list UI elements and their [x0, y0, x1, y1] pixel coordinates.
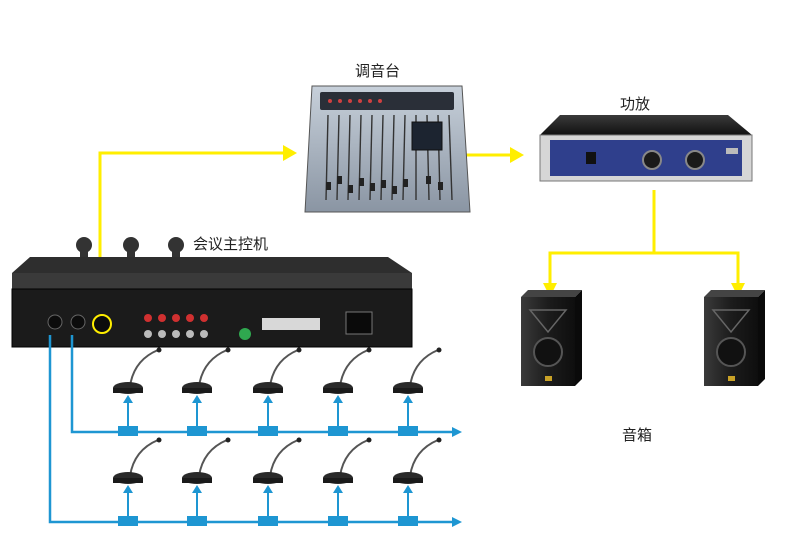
amp-to-speakers-line	[548, 190, 656, 285]
mixer-label: 调音台	[355, 62, 401, 80]
microphone-icon	[393, 437, 442, 526]
microphone-icon	[323, 347, 372, 436]
mixer-device	[304, 85, 471, 213]
microphone-icon	[113, 347, 162, 436]
mic-bus-lines	[48, 335, 452, 524]
host-device	[11, 237, 413, 348]
arrow-icon	[452, 427, 462, 527]
knob-icon	[685, 150, 705, 170]
speakers-label: 音箱	[622, 426, 653, 444]
amp-to-right-speaker-line	[654, 251, 740, 285]
mic-row-2	[113, 437, 442, 526]
microphone-icon	[253, 437, 302, 526]
microphone-icon	[323, 437, 372, 526]
mic-bus-line-1	[70, 335, 452, 434]
amplifier-device	[539, 115, 753, 182]
microphone-icon	[393, 347, 442, 436]
microphone-icon	[113, 437, 162, 526]
mic-row-1	[113, 347, 442, 436]
speaker-icon	[521, 290, 582, 386]
microphone-icon	[182, 347, 231, 436]
speaker-icon	[704, 290, 765, 386]
amplifier-label: 功放	[620, 95, 651, 113]
host-label: 会议主控机	[193, 235, 269, 253]
microphone-icon	[182, 437, 231, 526]
knob-icon	[642, 150, 662, 170]
microphone-icon	[253, 347, 302, 436]
mic-bus-line-2	[48, 335, 452, 524]
